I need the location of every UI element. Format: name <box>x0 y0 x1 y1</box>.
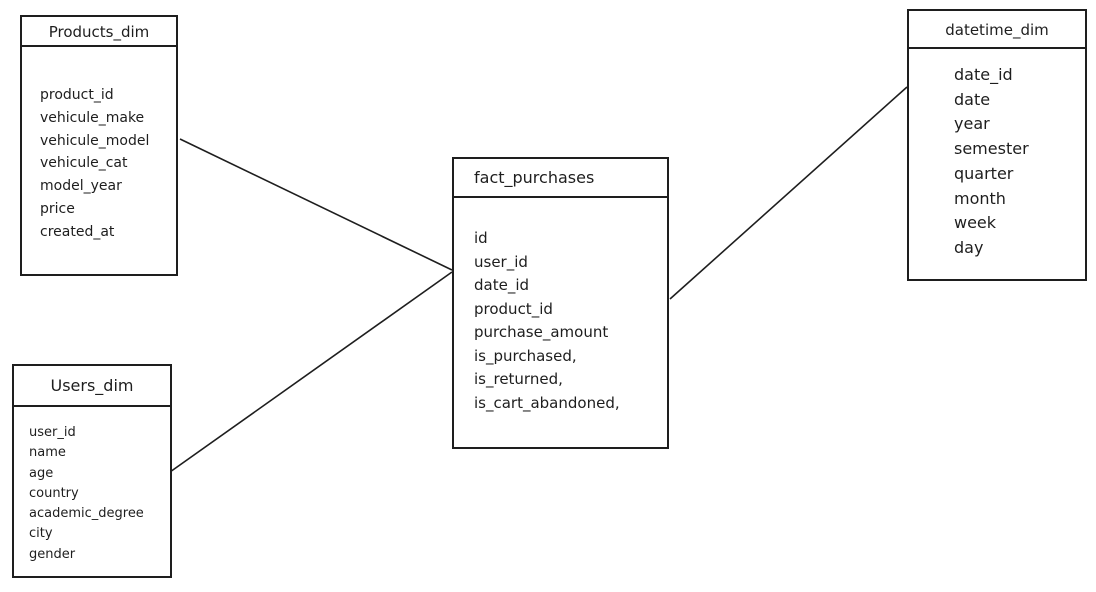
table-products-dim[interactable]: Products_dim product_id vehicule_make ve… <box>20 15 178 276</box>
table-title: fact_purchases <box>454 159 667 198</box>
field: user_id <box>474 252 528 271</box>
field-list: product_id vehicule_make vehicule_model … <box>40 84 176 244</box>
field: model_year <box>40 178 122 195</box>
table-title: Products_dim <box>22 17 176 47</box>
field: year <box>954 114 990 134</box>
field: id <box>474 229 488 247</box>
field: price <box>40 200 75 217</box>
field: vehicule_model <box>40 132 150 149</box>
field-list: id user_id date_id product_id purchase_a… <box>474 227 667 415</box>
field: quarter <box>954 163 1014 183</box>
table-users-dim[interactable]: Users_dim user_id name age country acade… <box>12 364 172 578</box>
field: user_id <box>29 425 76 440</box>
field: product_id <box>474 299 553 318</box>
field: gender <box>29 546 76 562</box>
link-fact-datetime <box>669 86 908 300</box>
link-products-fact <box>179 138 453 271</box>
field: vehicule_cat <box>40 155 128 172</box>
field: is_returned, <box>474 370 563 388</box>
field: date_id <box>474 276 530 294</box>
field: month <box>954 188 1006 208</box>
table-datetime-dim[interactable]: datetime_dim date_id date year semester … <box>907 9 1087 281</box>
field: date <box>954 89 991 109</box>
field: country <box>29 485 79 501</box>
field: purchase_amount <box>474 323 609 341</box>
field: is_cart_abandoned, <box>474 393 620 412</box>
table-fact-purchases[interactable]: fact_purchases id user_id date_id produc… <box>452 157 669 449</box>
field: week <box>954 213 997 233</box>
table-title: Users_dim <box>14 366 170 407</box>
field: name <box>29 445 66 461</box>
table-title: datetime_dim <box>909 11 1085 49</box>
field: semester <box>954 139 1029 159</box>
field: is_purchased, <box>474 346 577 365</box>
field: day <box>954 237 984 257</box>
field: academic_degree <box>29 506 144 522</box>
field: product_id <box>40 87 114 103</box>
field: vehicule_make <box>40 109 145 126</box>
field: created_at <box>40 223 115 240</box>
link-users-fact <box>169 271 453 473</box>
field: age <box>29 465 54 481</box>
field-list: date_id date year semester quarter month… <box>954 63 1085 261</box>
field: date_id <box>954 65 1013 84</box>
field: city <box>29 526 53 542</box>
field-list: user_id name age country academic_degree… <box>29 423 170 565</box>
